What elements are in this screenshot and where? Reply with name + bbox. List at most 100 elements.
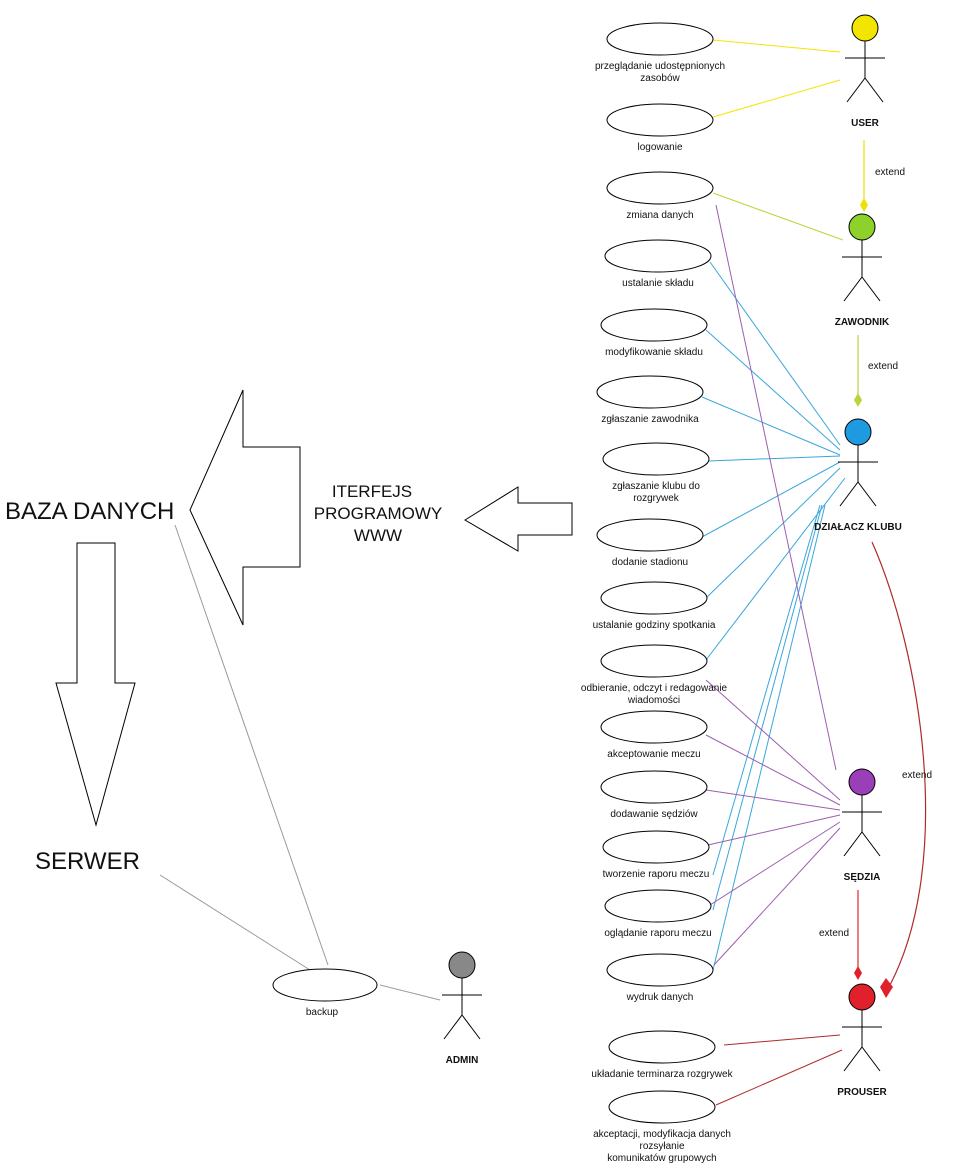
use-case: zmiana danych	[606, 171, 714, 221]
assoc-server-backup	[159, 874, 311, 971]
use-case-label: wiadomości	[627, 695, 680, 706]
actor-label: DZIAŁACZ KLUBU	[814, 522, 902, 533]
actor-leg-right	[861, 1046, 881, 1072]
use-case-label: układanie terminarza rozgrywek	[591, 1069, 733, 1080]
use-case-ellipse	[606, 953, 714, 987]
use-case-label: odbieranie, odczyt i redagowanie	[581, 683, 728, 694]
use-case-ellipse	[272, 968, 378, 1002]
actor-label: ADMIN	[446, 1055, 479, 1066]
actor-prouser: PROUSER	[837, 983, 888, 1098]
use-case-ellipse	[600, 308, 708, 342]
extend-label-user-zawodnik: extend	[875, 167, 905, 178]
actor-label: USER	[851, 118, 880, 129]
use-case-ellipse	[600, 710, 708, 744]
use-case-label: ustalanie godziny spotkania	[593, 620, 716, 631]
use-case: logowanie	[606, 103, 714, 153]
extend-zawodnik-dzialacz-head	[854, 393, 862, 407]
actor-leg-right	[864, 77, 884, 103]
actor-user: USER	[845, 14, 885, 129]
use-case: backup	[272, 968, 378, 1018]
actor-leg-right	[861, 276, 881, 302]
actor-leg-left	[846, 77, 866, 103]
assoc-dzialacz-5	[705, 467, 841, 599]
actor-head-icon	[851, 14, 879, 42]
actor-head-icon	[844, 418, 872, 446]
use-case: ustalanie godziny spotkania	[593, 581, 716, 631]
assoc-dzialacz-7	[712, 504, 826, 971]
use-case: dodawanie sędziów	[600, 770, 708, 820]
assoc-dzialacz-8	[712, 504, 821, 876]
use-case-label: backup	[306, 1007, 339, 1018]
use-case-label: dodawanie sędziów	[610, 809, 698, 820]
use-case-ellipse	[600, 770, 708, 804]
use-case-ellipse	[606, 103, 714, 137]
actor-head-icon	[848, 213, 876, 241]
actor-label: ZAWODNIK	[835, 317, 890, 328]
actor-label: SĘDZIA	[844, 872, 881, 883]
use-case-label: zgłaszanie zawodnika	[601, 414, 699, 425]
use-case-ellipse	[600, 644, 708, 678]
database-label: BAZA DANYCH	[5, 498, 174, 525]
use-case-ellipse	[608, 1090, 716, 1124]
extend-dzialacz-prouser	[871, 541, 927, 986]
use-case: ustalanie składu	[604, 239, 712, 289]
actor-admin: ADMIN	[442, 951, 482, 1066]
use-case-label: tworzenie raporu meczu	[603, 869, 710, 880]
assoc-sedzia-uc14	[709, 821, 841, 906]
extend-label-sedzia-prouser: extend	[819, 928, 849, 939]
assoc-sedzia-uc13	[707, 814, 841, 846]
actors: USER ZAWODNIK DZIAŁACZ KLUBU SĘDZIA PROUSER A…	[442, 14, 902, 1098]
use-case-label: modyfikowanie składu	[605, 347, 703, 358]
use-case-label: zmiana danych	[626, 210, 693, 221]
use-case-ellipse	[608, 1030, 716, 1064]
use-case-ellipse	[596, 375, 704, 409]
use-case: modyfikowanie składu	[600, 308, 708, 358]
use-case-ellipse	[606, 171, 714, 205]
use-case: wydruk danych	[606, 953, 714, 1003]
use-case-label: zgłaszanie klubu do	[612, 481, 700, 492]
assoc-dzialacz-2	[701, 396, 841, 456]
server-label: SERWER	[35, 848, 140, 875]
use-cases: przeglądanie udostępnionychzasobówlogowa…	[272, 22, 734, 1164]
use-case: dodanie stadionu	[596, 518, 704, 568]
actor-sedzia: SĘDZIA	[842, 768, 882, 883]
assoc-prouser-uc17	[715, 1049, 843, 1106]
actor-dzialacz: DZIAŁACZ KLUBU	[814, 418, 902, 533]
use-case: akceptacji, modyfikacja danychrozsyłanie…	[593, 1090, 731, 1164]
actor-leg-right	[861, 831, 881, 857]
use-case-label: komunikatów grupowych	[607, 1153, 717, 1164]
assoc-zawodnik-uc3	[712, 192, 844, 241]
down-arrow-to-server	[55, 542, 136, 827]
assoc-dzialacz-4	[701, 461, 841, 538]
assoc-sedzia-uc3	[715, 204, 837, 771]
use-case-label: oglądanie raporu meczu	[604, 928, 711, 939]
actor-head-icon	[448, 951, 476, 979]
use-case-label: wydruk danych	[626, 992, 694, 1003]
actor-leg-left	[843, 1046, 863, 1072]
assoc-user-uc2	[712, 79, 841, 118]
use-case: zgłaszanie zawodnika	[596, 375, 704, 425]
extend-sedzia-prouser-head	[854, 966, 862, 980]
use-case-ellipse	[604, 889, 712, 923]
use-case-label: akceptacji, modyfikacja danych	[593, 1129, 731, 1140]
interface-label-line3: WWW	[354, 526, 402, 545]
assoc-dzialacz-3	[707, 455, 841, 462]
use-case: odbieranie, odczyt i redagowaniewiadomoś…	[581, 644, 728, 706]
connection-lines	[159, 39, 927, 1106]
actor-head-icon	[848, 983, 876, 1011]
extend-dzialacz-prouser-head	[880, 978, 893, 998]
assoc-sedzia-uc15	[713, 827, 841, 966]
use-case-label: zasobów	[640, 73, 680, 84]
use-case-ellipse	[602, 830, 710, 864]
assoc-admin-backup	[379, 984, 441, 1001]
left-arrow-to-interface	[464, 486, 573, 552]
assoc-sedzia-uc10	[705, 679, 841, 801]
use-case: tworzenie raporu meczu	[602, 830, 710, 880]
use-case-label: logowanie	[637, 142, 682, 153]
assoc-prouser-uc16	[723, 1034, 841, 1046]
assoc-database-backup	[174, 524, 329, 966]
use-case: układanie terminarza rozgrywek	[591, 1030, 734, 1080]
interface-label-line2: PROGRAMOWY	[314, 504, 442, 523]
